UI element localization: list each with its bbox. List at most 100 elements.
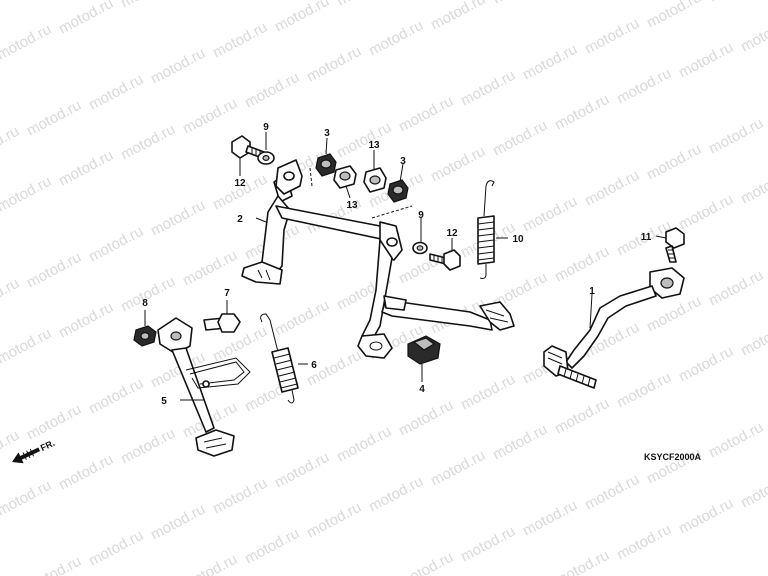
watermark-text: motod.ru [56, 147, 116, 190]
watermark-text: motod.ru [676, 191, 736, 234]
leader-lines [144, 132, 667, 401]
watermark-text: motod.ru [738, 165, 768, 208]
watermark-text: motod.ru [676, 343, 736, 386]
watermark-text: motod.ru [0, 21, 54, 64]
callout-8: 8 [142, 298, 148, 309]
watermark-text: motod.ru [458, 523, 518, 566]
watermark-text: motod.ru [552, 243, 612, 286]
callout-11: 11 [641, 232, 652, 243]
watermark-text: motod.ru [396, 397, 456, 440]
bushing-13-right [363, 167, 387, 193]
callout-2: 2 [237, 214, 243, 225]
watermark-text: motod.ru [242, 69, 302, 112]
watermark-text: motod.ru [86, 71, 146, 114]
bushing-13-left [333, 165, 357, 189]
stopper-4 [407, 335, 441, 365]
bolt-11 [665, 227, 685, 263]
watermark-text: motod.ru [458, 67, 518, 110]
watermark-text: motod.ru [396, 549, 456, 576]
watermark-text: motod.ru [210, 475, 270, 518]
callout-10: 10 [512, 234, 524, 245]
watermark-text: motod.ru [490, 0, 550, 8]
callout-5: 5 [161, 396, 167, 407]
collar-3-right [387, 179, 409, 203]
watermark-text: motod.ru [0, 0, 22, 14]
callout-12-upper: 12 [234, 178, 246, 189]
watermark-text: motod.ru [148, 197, 208, 240]
watermark-text: motod.ru [552, 547, 612, 576]
watermark-text: motod.ru [706, 419, 766, 462]
watermark-text: motod.ru [644, 0, 704, 32]
watermark-text: motod.ru [304, 43, 364, 86]
callout-13-lower: 13 [346, 200, 358, 211]
callout-3-right: 3 [400, 156, 406, 167]
watermark-text: motod.ru [428, 143, 488, 186]
washer-9-upper [257, 151, 275, 165]
watermark-text: motod.ru [490, 117, 550, 160]
watermark-text: motod.ru [676, 39, 736, 82]
watermark-text: motod.ru [56, 299, 116, 342]
watermark-text: motod.ru [614, 65, 674, 108]
watermark-text: motod.ru [644, 141, 704, 184]
watermark-text: motod.ru [582, 15, 642, 58]
watermark-text: motod.ru [86, 375, 146, 418]
watermark-text: motod.ru [148, 45, 208, 88]
side-stand-5 [157, 317, 251, 457]
watermark-text: motod.ru [334, 423, 394, 466]
watermark-text: motod.ru [552, 395, 612, 438]
watermark-text: motod.ru [458, 371, 518, 414]
watermark-text: motod.ru [304, 499, 364, 542]
callout-3-left: 3 [324, 128, 330, 139]
watermark-text: motod.ru [706, 0, 766, 6]
watermark-text: motod.ru [0, 427, 22, 470]
washer-9-right [412, 241, 428, 255]
watermark-text: motod.ru [56, 451, 116, 494]
watermark-text: motod.ru [118, 121, 178, 164]
collar-8 [133, 325, 157, 347]
main-stand [241, 159, 515, 359]
watermark-text: motod.ru [738, 469, 768, 512]
watermark-text: motod.ru [582, 471, 642, 514]
watermark-text: motod.ru [118, 425, 178, 468]
watermark-text: motod.ru [272, 449, 332, 492]
watermark-text: motod.ru [24, 97, 84, 140]
callout-9-right: 9 [418, 210, 424, 221]
watermark-text: motod.ru [676, 495, 736, 538]
collar-3-left [315, 153, 337, 177]
watermark-text: motod.ru [520, 41, 580, 84]
watermark-text: motod.ru [738, 13, 768, 56]
watermark-text: motod.ru [520, 193, 580, 236]
watermark-text: motod.ru [118, 0, 178, 12]
watermark-text: motod.ru [366, 473, 426, 516]
watermark-text: motod.ru [118, 273, 178, 316]
watermark-text: motod.ru [242, 525, 302, 568]
bolt-12-right [429, 249, 461, 271]
callout-4: 4 [419, 384, 425, 395]
watermark-text: motod.ru [86, 527, 146, 570]
watermark-text: motod.ru [0, 275, 22, 318]
watermark-text: motod.ru [24, 249, 84, 292]
watermark-text: motod.ru [490, 421, 550, 464]
callout-9-upper: 9 [263, 122, 269, 133]
diagram-code: KSYCF2000A [644, 452, 702, 462]
pivot-bolt-7 [203, 313, 241, 333]
watermark-text: motod.ru [334, 0, 394, 10]
watermark-text: motod.ru [428, 0, 488, 34]
callout-6: 6 [311, 360, 317, 371]
watermark-text: motod.ru [180, 95, 240, 138]
main-stand-spring-10 [477, 180, 495, 279]
watermark-text: motod.ru [366, 17, 426, 60]
callout-7: 7 [224, 288, 230, 299]
watermark-text: motod.ru [0, 477, 54, 520]
watermark-text: motod.ru [272, 297, 332, 340]
watermark-text: motod.ru [24, 553, 84, 576]
watermark-text: motod.ru [428, 447, 488, 490]
watermark-text: motod.ru [706, 267, 766, 310]
watermark-text: motod.ru [738, 317, 768, 360]
watermark-text: motod.ru [0, 123, 22, 166]
watermark-text: motod.ru [520, 497, 580, 540]
watermark-text: motod.ru [0, 173, 54, 216]
watermark-text: motod.ru [210, 19, 270, 62]
watermark-text: motod.ru [56, 0, 116, 38]
front-direction-label: FR. [39, 438, 56, 453]
